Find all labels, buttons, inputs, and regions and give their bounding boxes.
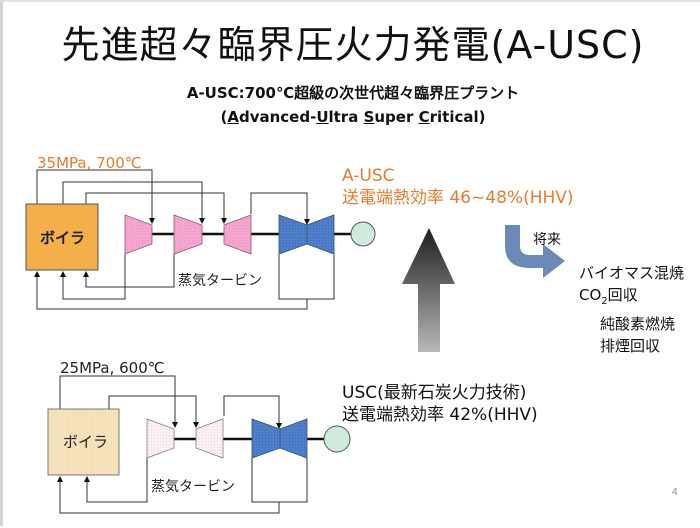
ausc-boiler [25,203,99,271]
slide-title: 先進超々臨界圧火力発電(A-USC) [61,23,645,67]
usc-turbine-label: 蒸気タービン [151,479,235,495]
subtitle-initial-s: S [363,108,375,126]
ausc-return2-pipe [60,254,126,300]
subtitle-part: dvanced- [238,108,317,126]
future-label: 将来 [533,232,561,248]
ausc-ip-turbine-1 [173,214,203,255]
subtitle-part: ltra [328,108,364,126]
usc-boiler-label: ボイラ [63,433,109,451]
ausc-crossover-pipe [250,192,310,225]
usc-crossover-pipe [223,395,282,429]
ausc-main-steam-pipe [36,169,155,224]
page-number: 4 [671,487,678,498]
ausc-boiler-label: ボイラ [40,229,86,247]
usc-return-pipe [84,458,148,503]
ausc-efficiency: 送電端熱効率 46~48%(HHV) [342,188,574,208]
ausc-info: A-USC 送電端熱効率 46~48%(HHV) [342,165,574,209]
ausc-reheat1-pipe [62,181,205,224]
ausc-diagram [25,169,376,310]
ausc-ip-turbine-2 [223,214,252,255]
future-arrow-icon [505,225,565,278]
usc-efficiency: 送電端熱効率 42%(HHV) [342,405,538,425]
ausc-feedwater-pipe [34,271,308,310]
co2-subscript: 2 [601,296,608,307]
usc-hp-turbine [146,418,175,459]
subtitle-part: uper [374,108,419,126]
ausc-lp-exhaust-pipe [278,254,335,300]
diagram-canvas [25,169,565,514]
ausc-hp-turbine [124,214,153,255]
usc-boiler [47,408,120,476]
co2-rest: 回収 [607,286,638,304]
usc-diagram [47,375,351,514]
usc-main-steam-pipe [59,375,178,428]
subtitle-line2: (Advanced-Ultra Super Critical) [3,108,700,126]
subtitle-initial-u: U [316,108,329,126]
usc-name: USC(最新石炭火力技術) [342,383,527,403]
future-item-co2: CO2回収 [579,284,684,313]
ausc-conditions-label: 35MPa, 700℃ [37,154,142,172]
ausc-generator [350,221,376,247]
ausc-reheat2-pipe [85,192,227,224]
subtitle-part: ( [220,108,228,126]
upgrade-arrow-icon [402,228,455,352]
future-item-oxyfuel: 純酸素燃焼 [600,315,676,333]
future-item-biomass: バイオマス混焼 [579,264,685,282]
usc-ip-turbine [195,418,224,459]
usc-info: USC(最新石炭火力技術) 送電端熱効率 42%(HHV) [342,382,538,426]
co2-text: CO [579,286,602,304]
subtitle-part: ritical) [429,108,486,126]
ausc-name: A-USC [342,166,395,186]
usc-pipes [57,375,308,514]
subtitle-initial-c: C [418,108,430,126]
ausc-return1-pipe [83,254,175,288]
ausc-turbine-label: 蒸気タービン [178,273,262,289]
usc-reheat-pipe [108,395,199,428]
ausc-pipes [34,169,335,310]
usc-generator [323,425,351,453]
subtitle-initial-a: A [227,108,239,126]
usc-feedwater-pipe [57,476,280,514]
usc-conditions-label: 25MPa, 600℃ [60,359,165,377]
future-item-flue-gas: 排煙回収 [600,337,661,355]
subtitle-line1: A-USC:700℃超級の次世代超々臨界圧プラント [186,84,520,102]
usc-lp-exhaust-pipe [251,458,308,503]
future-list: バイオマス混焼 CO2回収 純酸素燃焼 排煙回収 [579,262,684,357]
